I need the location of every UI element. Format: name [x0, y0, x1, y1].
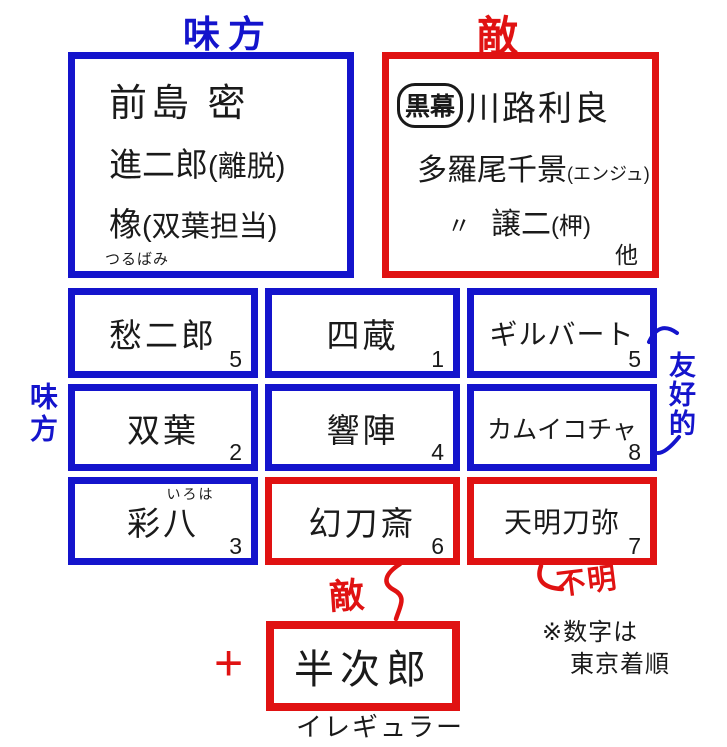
enemy-line-kawaji: 黒幕川路利良 — [397, 81, 642, 130]
ally-side-label: 味方 — [27, 382, 58, 446]
arrival-number: 8 — [628, 439, 641, 465]
friendly-label: 友好的 — [665, 351, 695, 438]
arrival-number: 7 — [628, 533, 641, 559]
ally-line-tsurubami: 橡(双葉担当) つるばみ — [105, 198, 347, 269]
enemy-name: 譲二 — [491, 208, 551, 241]
arrival-number: 1 — [431, 346, 444, 372]
enemy-note: (柙) — [551, 213, 591, 240]
ally-line-shinjiro: 進二郎(離脱) — [109, 138, 347, 186]
ally-group-box: 前島 密 進二郎(離脱) 橡(双葉担当) つるばみ — [68, 52, 354, 278]
char-box-tenmei-toya: 天明刀弥 7 — [467, 477, 657, 565]
footnote-line1: ※数字は — [542, 619, 639, 646]
char-name: カムイコチャ — [487, 415, 637, 444]
arrival-number: 2 — [229, 439, 242, 465]
char-name: 幻刀斎 — [308, 505, 417, 542]
enemy-line-tarao-joji: 〃譲二(柙) — [447, 199, 642, 243]
char-name: 天明刀弥 — [503, 507, 620, 538]
furigana-iroha: いろは — [166, 486, 215, 502]
enemy-line-tarao-chikage: 多羅尾千景(エンジュ) — [417, 145, 650, 189]
char-name: ギルバート — [489, 319, 635, 350]
char-name: 響陣 — [326, 411, 399, 449]
char-name: 双葉 — [127, 411, 199, 449]
irregular-label: イレギュラー — [296, 712, 465, 742]
ally-name: 前島 密 — [109, 83, 250, 125]
char-box-gentosai: 幻刀斎 6 — [265, 477, 460, 565]
arrival-number: 3 — [229, 533, 242, 559]
enemy-top-label: 敵 — [477, 13, 518, 59]
unknown-label: 不明 — [554, 562, 621, 602]
ally-top-label: 味方 — [183, 14, 273, 55]
enemy-note: (エンジュ) — [567, 164, 650, 184]
enemy-connector-line — [384, 561, 404, 622]
ditto-mark: 〃 — [447, 213, 471, 240]
char-box-shizo: 四蔵 1 — [265, 288, 460, 378]
char-box-shujiro: 愁二郎 5 — [68, 288, 258, 378]
char-box-iroha: いろは彩八 3 — [68, 477, 258, 565]
char-name: 四蔵 — [326, 317, 399, 354]
enemy-name: 川路利良 — [466, 90, 611, 128]
char-box-kyojin: 響陣 4 — [265, 384, 460, 471]
char-box-hanjiro: 半次郎 — [266, 621, 460, 711]
char-name: 彩八 — [127, 505, 199, 542]
enemy-name: 多羅尾千景 — [417, 154, 567, 187]
ally-name: 橡 — [109, 206, 142, 243]
arrival-number: 5 — [229, 346, 242, 372]
footnote: ※数字は 東京着順 — [542, 617, 670, 682]
char-name: 半次郎 — [294, 648, 432, 692]
arrival-number: 5 — [628, 346, 641, 372]
char-box-futaba: 双葉 2 — [68, 384, 258, 471]
furigana-tsurubami: つるばみ — [105, 251, 170, 268]
char-name: 愁二郎 — [109, 317, 217, 354]
plus-sign: + — [214, 635, 244, 691]
mastermind-badge: 黒幕 — [397, 83, 464, 128]
ally-note: (離脱) — [208, 151, 286, 183]
friendly-brace-bottom — [656, 435, 681, 455]
arrival-number: 4 — [431, 439, 444, 465]
ally-name: 進二郎 — [109, 146, 208, 183]
etc-label: 他 — [615, 242, 638, 268]
enemy-group-box: 黒幕川路利良 多羅尾千景(エンジュ) 〃譲二(柙) 他 — [382, 52, 659, 278]
arrival-number: 6 — [431, 533, 444, 559]
ally-line-maejima: 前島 密 — [109, 72, 347, 127]
enemy-pointer-label: 敵 — [327, 575, 366, 618]
ally-note: (双葉担当) — [142, 211, 278, 243]
footnote-line2: 東京着順 — [570, 651, 670, 679]
